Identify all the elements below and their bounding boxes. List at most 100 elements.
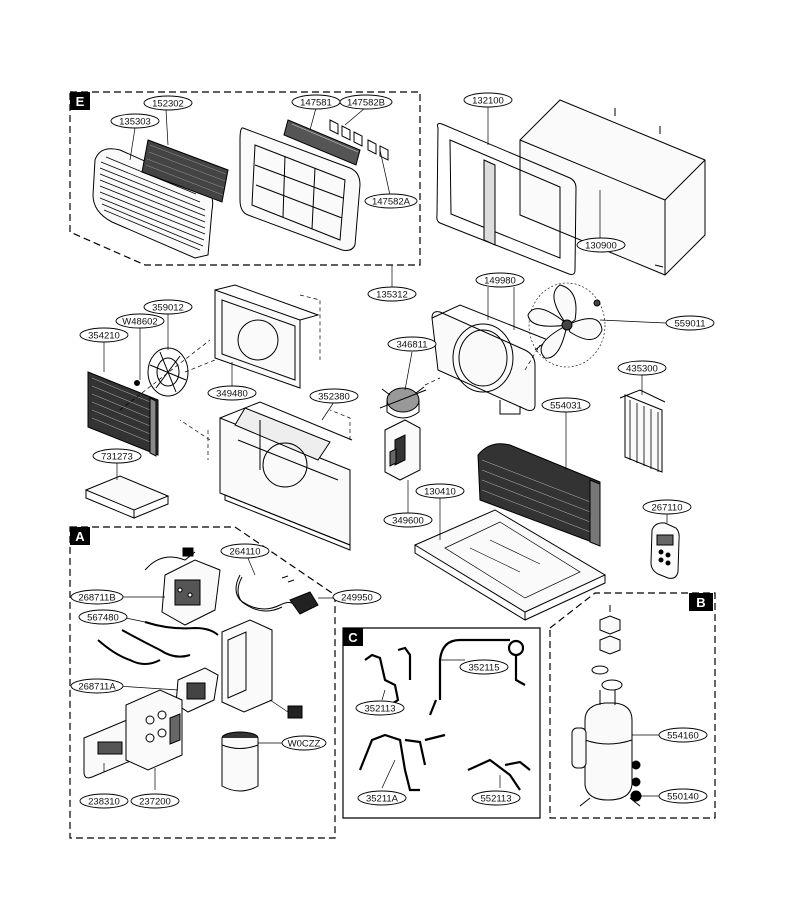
section-tag-c: C (343, 628, 363, 646)
svg-text:346811: 346811 (397, 340, 428, 351)
label-268711A: 268711A (70, 678, 124, 694)
svg-text:264110: 264110 (230, 547, 261, 558)
control-board-b-part (161, 559, 221, 626)
control-housing-part (125, 689, 183, 771)
condenser-coil-part (477, 443, 601, 547)
middle-left-leader-lines (103, 314, 335, 480)
label-130900: 130900 (576, 237, 626, 253)
svg-text:A: A (75, 529, 85, 544)
louver-clip-a-part (367, 139, 389, 161)
svg-text:352113: 352113 (365, 704, 396, 715)
scroll-housing-part (214, 284, 320, 389)
condenser-fan-part (527, 282, 606, 368)
label-238310: 238310 (79, 793, 129, 809)
heater-part (619, 389, 666, 473)
remote-control-part (650, 522, 680, 579)
label-359012: 359012 (143, 299, 193, 315)
svg-text:349480: 349480 (216, 389, 248, 400)
label-349600: 349600 (383, 512, 433, 528)
label-267110: 267110 (642, 499, 692, 515)
svg-text:554031: 554031 (550, 401, 582, 412)
wire-harness-top-part (144, 547, 196, 571)
svg-text:349600: 349600 (392, 516, 424, 527)
label-554031: 554031 (541, 397, 591, 413)
svg-text:W0CZZ: W0CZZ (288, 739, 321, 750)
label-567480: 567480 (78, 609, 128, 625)
svg-text:238310: 238310 (88, 797, 120, 808)
label-152302: 152302 (143, 95, 193, 111)
svg-text:352115: 352115 (469, 663, 500, 674)
orifice-base-part (219, 401, 353, 551)
svg-text:267110: 267110 (652, 503, 683, 514)
cabinet-leader-lines (487, 107, 601, 238)
label-147582B: 147582B (339, 94, 393, 110)
label-132100: 132100 (463, 92, 513, 108)
compressor-top-parts (591, 605, 623, 691)
svg-text:130410: 130410 (424, 487, 456, 498)
grommet-parts (630, 760, 642, 802)
label-354210: 354210 (79, 327, 129, 343)
svg-text:559011: 559011 (675, 319, 706, 330)
tube-352115-part (428, 638, 526, 716)
svg-text:W48602: W48602 (122, 317, 157, 328)
middle-left-dashed-lines (119, 294, 351, 460)
label-550140: 550140 (658, 788, 708, 804)
svg-text:237200: 237200 (139, 797, 171, 808)
label-249950: 249950 (332, 589, 382, 605)
section-b-frame (549, 592, 716, 819)
tube-35211A-part (358, 733, 446, 792)
evaporator-coil-part (87, 371, 159, 457)
power-cord-part (235, 574, 319, 615)
svg-text:268711A: 268711A (78, 682, 116, 693)
label-268711B: 268711B (70, 589, 124, 605)
base-pan-part (413, 509, 607, 621)
svg-text:B: B (696, 595, 705, 610)
section-a-frame (69, 526, 336, 839)
section-b-leader-lines (632, 734, 660, 797)
compressor-part (571, 690, 641, 807)
fan-motor-part (379, 386, 427, 419)
svg-text:C: C (348, 630, 358, 645)
control-board-a-part (175, 667, 219, 713)
louver-clip-b-part (329, 119, 363, 147)
svg-text:435300: 435300 (626, 364, 658, 375)
svg-text:147581: 147581 (300, 98, 332, 109)
label-559011: 559011 (665, 315, 715, 331)
blower-wheel-part (147, 347, 189, 397)
middle-right-leader-lines (404, 287, 668, 540)
section-c-frame (342, 627, 541, 819)
svg-text:352380: 352380 (318, 392, 350, 403)
label-W0CZZ: W0CZZ (281, 735, 327, 751)
label-147581: 147581 (291, 94, 341, 110)
capacitor-part (221, 731, 259, 792)
air-filter-part (141, 139, 229, 203)
label-149980: 149980 (475, 272, 525, 288)
section-tag-a: A (70, 527, 90, 545)
label-147582A: 147582A (364, 193, 418, 209)
svg-text:554160: 554160 (667, 731, 699, 742)
label-352115: 352115 (459, 659, 509, 675)
tube-552113-part (467, 758, 531, 791)
label-264110: 264110 (220, 543, 270, 559)
svg-text:152302: 152302 (152, 99, 184, 110)
section-c-leader-lines (381, 659, 501, 789)
section-tag-b: B (689, 593, 713, 611)
section-e-leader-lines (129, 107, 393, 287)
svg-text:731273: 731273 (101, 452, 133, 463)
svg-text:359012: 359012 (152, 303, 184, 314)
svg-text:130900: 130900 (585, 241, 617, 252)
front-panel-frame-part (239, 127, 361, 251)
label-352380: 352380 (309, 388, 359, 404)
shroud-part (431, 304, 550, 415)
label-W48602: W48602 (115, 313, 165, 329)
svg-text:135312: 135312 (376, 290, 408, 301)
svg-text:132100: 132100 (472, 96, 504, 107)
label-135303: 135303 (110, 113, 160, 129)
section-tag-e: E (70, 92, 90, 110)
svg-text:552113: 552113 (481, 794, 512, 805)
label-35211A: 35211A (357, 790, 407, 806)
label-552113: 552113 (471, 790, 521, 806)
tube-352113-part (364, 646, 412, 706)
louver-part (283, 119, 361, 166)
